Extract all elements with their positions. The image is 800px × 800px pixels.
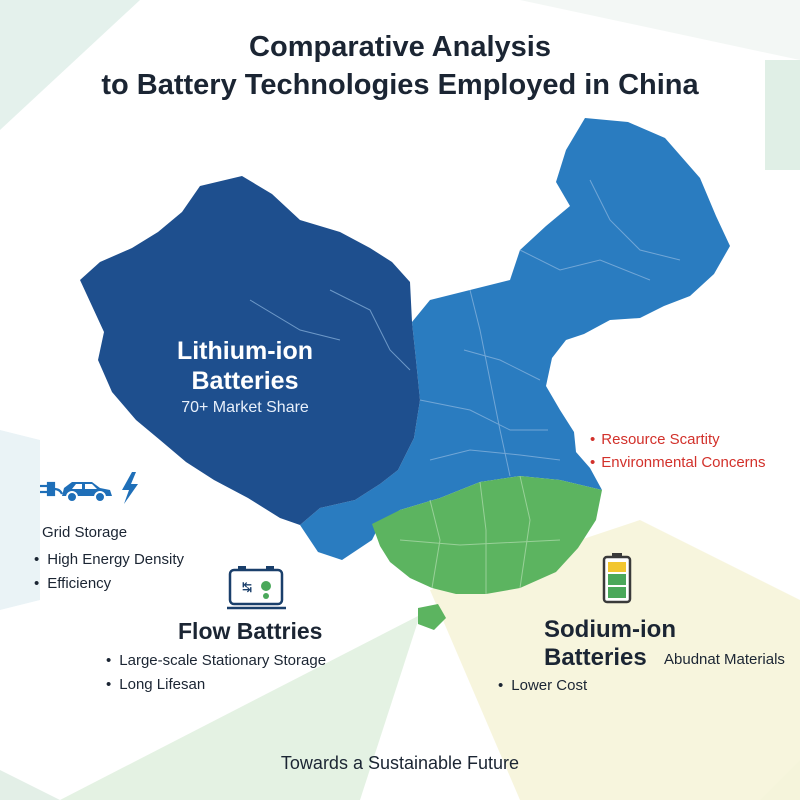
title-line-2: to Battery Technologies Employed in Chin… <box>101 69 699 101</box>
lithium-feature-list: High Energy Density Efficiency <box>34 548 184 596</box>
sodium-title-line-2: Batteries <box>544 644 647 671</box>
car-icon <box>62 482 112 503</box>
lithium-market-share: 70+ Market Share <box>181 399 309 416</box>
feature-item: High Energy Density <box>34 548 184 572</box>
lithium-ion-label: Lithium-ion Batteries <box>176 337 314 395</box>
footer-tagline: Towards a Sustainable Future <box>280 753 520 773</box>
corner-accent-bottom-left <box>0 770 60 800</box>
edge-accent-left <box>0 430 40 610</box>
corner-accent-top-right <box>520 0 800 60</box>
edge-accent-right <box>765 60 800 170</box>
ev-icon-group <box>40 472 138 504</box>
sodium-title-line-1: Sodium-ion <box>544 616 676 643</box>
flow-light-beam <box>60 615 420 800</box>
sodium-ion-title: Sodium-ion Batteries <box>544 616 676 672</box>
lightning-icon <box>122 472 138 504</box>
feature-item: Long Lifesan <box>106 673 326 697</box>
map-region-west <box>80 176 420 525</box>
feature-item: Efficiency <box>34 572 184 596</box>
south-borders <box>399 475 561 594</box>
concern-item: Resource Scartity <box>590 428 766 451</box>
concerns-list: Resource Scartity Environmental Concerns <box>590 428 766 474</box>
plug-icon <box>40 481 64 497</box>
sodium-feature-list: Lower Cost <box>498 674 587 698</box>
sodium-light-beam <box>430 520 800 800</box>
grid-storage-label: Grid Storage <box>42 524 128 541</box>
flow-battery-title: Flow Battries <box>178 618 323 644</box>
concern-item: Environmental Concerns <box>590 451 765 474</box>
feature-item: Large-scale Stationary Storage <box>106 649 326 673</box>
sodium-materials-note: Abudnat Materials <box>664 651 785 668</box>
map-region-east <box>300 118 730 560</box>
battery-level-icon <box>602 553 632 604</box>
map-region-hainan <box>418 604 446 630</box>
page-title: Comparative Analysis to Battery Technolo… <box>0 28 800 104</box>
corner-accent-top-left <box>0 0 140 130</box>
flow-feature-list: Large-scale Stationary Storage Long Life… <box>106 649 326 697</box>
battery-device-icon: ↹ <box>227 566 286 610</box>
province-borders <box>249 179 681 477</box>
feature-item: Lower Cost <box>498 674 587 698</box>
svg-text:↹: ↹ <box>242 580 252 594</box>
map-region-south <box>372 476 602 594</box>
title-line-1: Comparative Analysis <box>249 31 551 63</box>
